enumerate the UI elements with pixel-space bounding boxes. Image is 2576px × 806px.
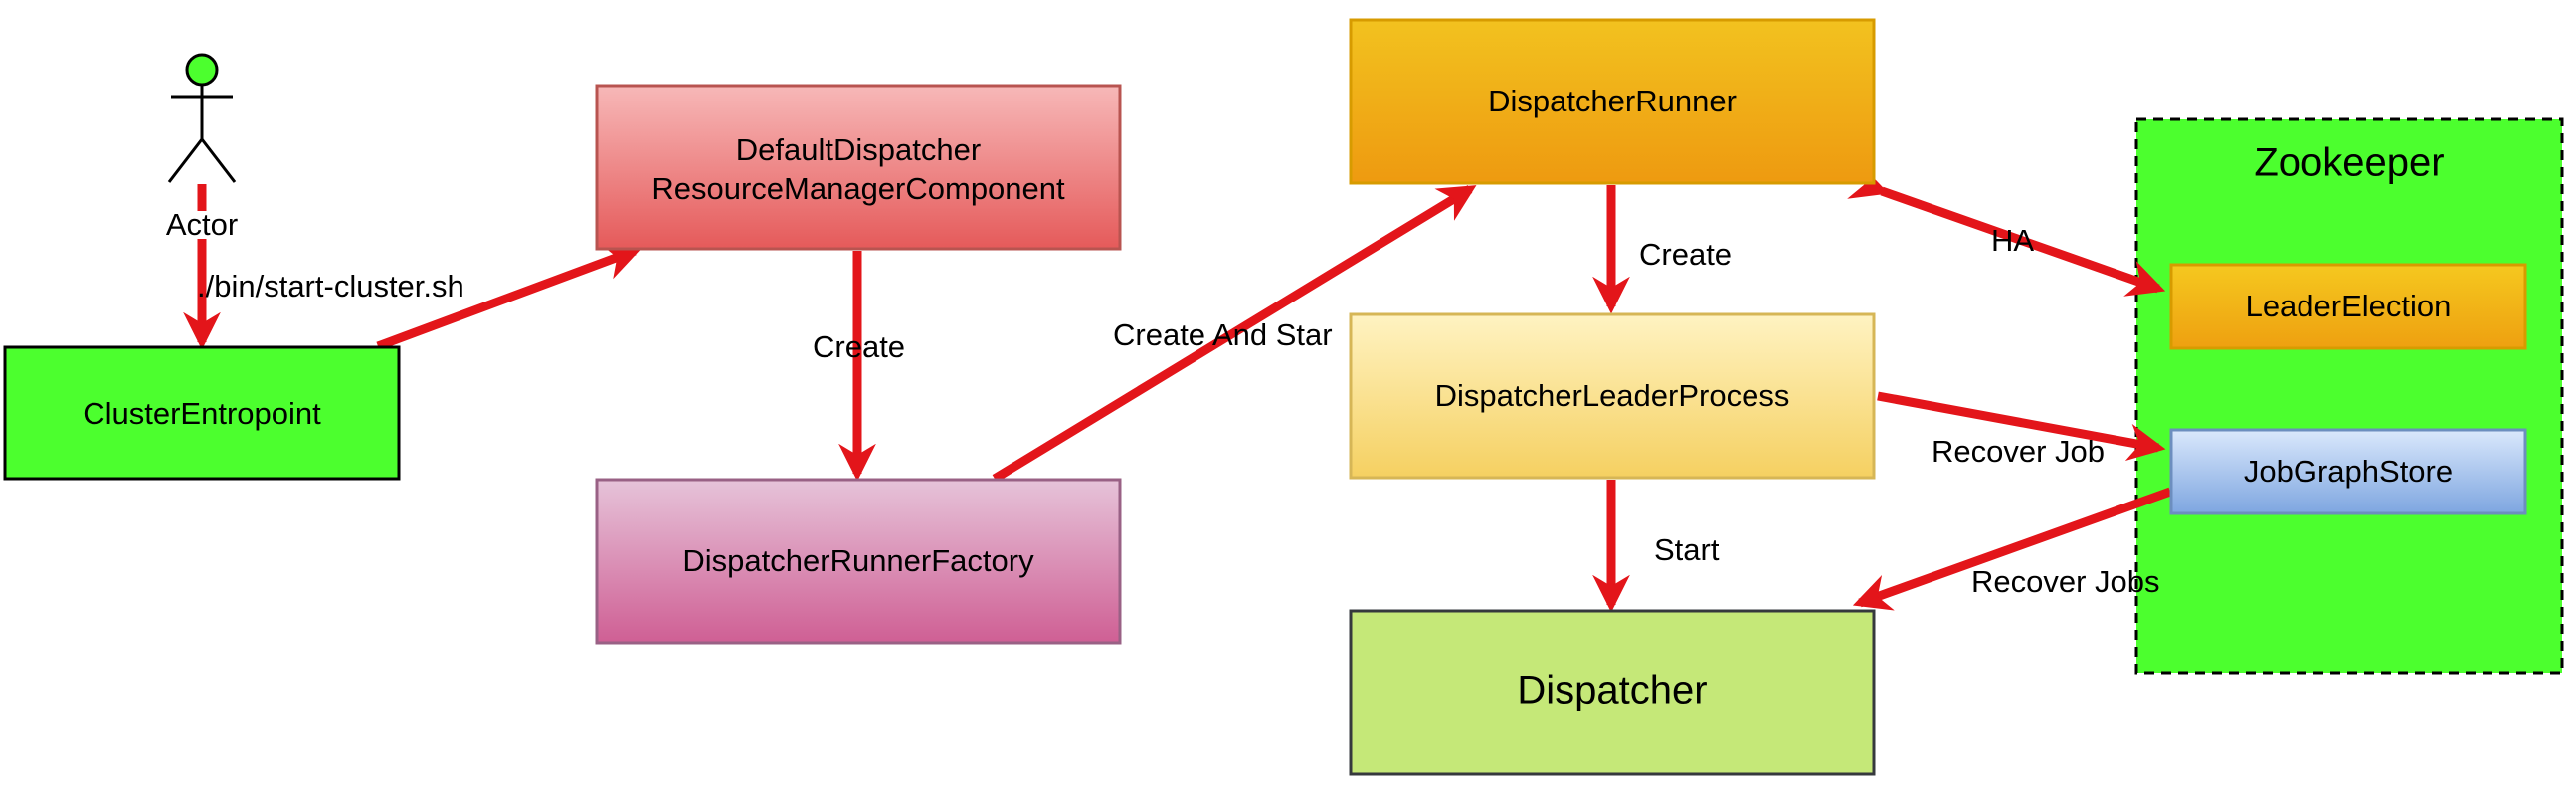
actor[interactable]: Actor (166, 53, 238, 242)
dispatcher-leader-process-label: DispatcherLeaderProcess (1435, 378, 1790, 413)
edge-label-recover-jobs: Recover Jobs (1971, 564, 2160, 599)
node-default-dispatcher[interactable]: DefaultDispatcher ResourceManagerCompone… (595, 84, 1122, 251)
dispatcher-label: Dispatcher (1517, 669, 1707, 712)
edge-label-create-leader-process: Create (1639, 237, 1732, 272)
edge-jobgraphstore-to-dispatcher (1852, 487, 2172, 611)
default-dispatcher-label-line1: DefaultDispatcher (736, 132, 981, 167)
node-dispatcher-runner[interactable]: DispatcherRunner (1349, 18, 1876, 185)
default-dispatcher-label-line2: ResourceManagerComponent (651, 171, 1065, 206)
stick-figure-icon (167, 53, 237, 183)
edge-label-create-and-start: Create And Star (1113, 317, 1333, 352)
dispatcher-runner-label: DispatcherRunner (1488, 84, 1737, 118)
node-job-graph-store[interactable]: JobGraphStore (2169, 428, 2527, 515)
node-cluster-entrypoint[interactable]: ClusterEntropoint (3, 345, 401, 481)
edge-label-recover-job: Recover Job (1932, 434, 2105, 469)
zookeeper-group[interactable]: Zookeeper (2134, 117, 2564, 675)
node-dispatcher[interactable]: Dispatcher (1349, 609, 1876, 776)
edge-factory-to-runner (992, 185, 1477, 483)
edges (183, 163, 2172, 613)
leader-election-label: LeaderElection (2246, 289, 2452, 323)
zookeeper-container (2134, 117, 2564, 675)
cluster-entrypoint-label: ClusterEntropoint (83, 396, 321, 431)
edge-labels: ./bin/start-cluster.sh Create Create And… (197, 223, 2160, 599)
edge-label-start-dispatcher: Start (1654, 532, 1720, 567)
edge-label-create-factory: Create (813, 329, 905, 364)
zookeeper-label: Zookeeper (2254, 141, 2444, 185)
node-dispatcher-runner-factory[interactable]: DispatcherRunnerFactory (595, 478, 1122, 645)
edge-ha-bidirectional (1847, 163, 2166, 297)
node-leader-election[interactable]: LeaderElection (2169, 263, 2527, 350)
edge-label-start-cluster: ./bin/start-cluster.sh (197, 269, 464, 303)
dispatcher-runner-factory-label: DispatcherRunnerFactory (682, 543, 1034, 578)
job-graph-store-label: JobGraphStore (2244, 454, 2453, 489)
edge-entrypoint-to-default-dispatcher (376, 243, 643, 351)
node-dispatcher-leader-process[interactable]: DispatcherLeaderProcess (1349, 312, 1876, 480)
edge-leader-process-to-jobgraphstore (1877, 391, 2166, 462)
actor-label: Actor (166, 207, 238, 242)
edge-label-ha: HA (1991, 223, 2034, 258)
